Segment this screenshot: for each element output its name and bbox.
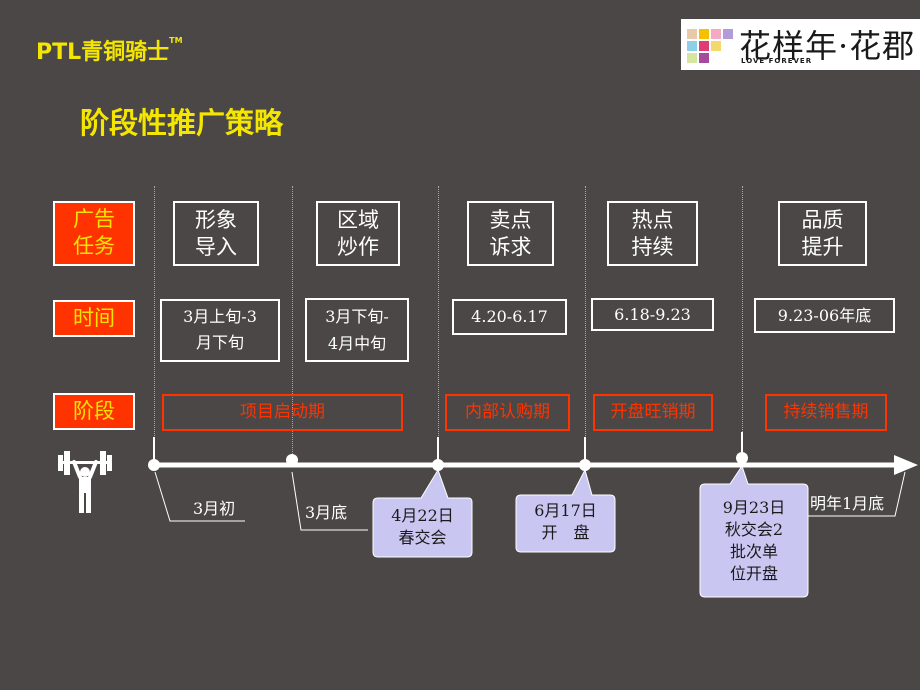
time-line1: 3月下旬-	[325, 307, 389, 326]
task-line1: 品质	[801, 208, 844, 232]
callout-autumn-fair	[699, 464, 809, 598]
time-line1: 3月上旬-3	[183, 307, 257, 326]
stage-box: 内部认购期	[445, 394, 570, 431]
callout-line: 春交会	[398, 528, 447, 547]
task-line2: 诉求	[489, 235, 532, 259]
column-divider	[292, 186, 293, 464]
task-line2: 导入	[195, 235, 237, 259]
milestone-label: 3月初	[193, 499, 236, 518]
callout-line: 秋交会2	[724, 520, 784, 539]
callout-line: 开 盘	[541, 523, 590, 542]
column-divider	[154, 186, 155, 464]
time-line1: 4.20-6.17	[471, 307, 548, 326]
callout-text: 4月22日 春交会	[373, 505, 472, 549]
task-line2: 提升	[801, 235, 844, 259]
time-line2: 月下旬	[195, 333, 244, 352]
brand-name: PTL青铜骑士	[36, 40, 170, 65]
task-line1: 形象	[195, 208, 237, 232]
page-title: 阶段性推广策略	[80, 106, 284, 140]
callout-spring-fair	[372, 468, 473, 558]
time-box: 9.23-06年底	[754, 298, 895, 333]
logo-squares-icon	[687, 29, 733, 63]
task-line1: 区域	[337, 208, 379, 232]
milestone-dot	[432, 459, 444, 471]
time-line1: 6.18-9.23	[614, 305, 691, 324]
column-divider	[585, 186, 586, 464]
task-box: 区域 炒作	[316, 201, 400, 266]
callout-opening	[515, 468, 616, 553]
callout-text: 6月17日 开 盘	[516, 500, 615, 544]
partner-logo: 花样年·花郡 LOVE FOREVER	[681, 19, 920, 70]
row-label-ad-task: 广告 任务	[53, 201, 135, 266]
row-label-time: 时间	[53, 300, 135, 337]
milestone-dot	[736, 452, 748, 464]
stage-box: 持续销售期	[765, 394, 887, 431]
row-label-ad-task-line1: 广告	[73, 207, 115, 231]
stage-box: 项目启动期	[162, 394, 403, 431]
callout-line: 9月23日	[722, 498, 786, 517]
task-line1: 热点	[631, 208, 674, 232]
task-box: 品质 提升	[778, 201, 867, 266]
stage-box: 开盘旺销期	[593, 394, 713, 431]
task-line2: 炒作	[337, 235, 379, 259]
time-box: 3月下旬- 4月中旬	[305, 298, 409, 362]
column-divider	[438, 186, 439, 464]
milestone-leader	[808, 471, 906, 517]
time-box: 3月上旬-3 月下旬	[160, 299, 280, 362]
logo-text: 花样年·花郡	[739, 27, 916, 65]
task-box: 热点 持续	[607, 201, 698, 266]
weightlifter-icon	[58, 451, 112, 513]
milestone-label: 明年1月底	[810, 494, 885, 513]
callout-line: 4月22日	[391, 506, 454, 525]
timeline-arrowhead	[894, 455, 918, 475]
brand-logo: PTL青铜骑士TM	[36, 34, 183, 66]
time-box: 4.20-6.17	[452, 299, 567, 335]
column-divider	[742, 186, 743, 464]
task-box: 形象 导入	[173, 201, 259, 266]
logo-subtitle: LOVE FOREVER	[741, 57, 813, 65]
callout-line: 6月17日	[534, 501, 597, 520]
time-line2: 4月中旬	[327, 334, 387, 353]
callout-text: 9月23日 秋交会2 批次单 位开盘	[700, 497, 808, 585]
milestone-dot	[579, 459, 591, 471]
time-line1: 9.23-06年底	[777, 306, 872, 325]
callout-line: 位开盘	[729, 564, 778, 583]
milestone-leader	[291, 471, 368, 531]
time-box: 6.18-9.23	[591, 298, 714, 331]
milestone-label: 3月底	[305, 503, 348, 522]
brand-trademark: TM	[169, 36, 183, 45]
row-label-stage: 阶段	[53, 393, 135, 430]
milestone-leader	[154, 471, 245, 522]
milestone-dot	[148, 459, 160, 471]
task-line2: 持续	[631, 235, 674, 259]
callout-line: 批次单	[729, 542, 778, 561]
milestone-dot	[286, 454, 298, 466]
task-box: 卖点 诉求	[467, 201, 554, 266]
row-label-ad-task-line2: 任务	[73, 234, 115, 258]
task-line1: 卖点	[489, 208, 532, 232]
